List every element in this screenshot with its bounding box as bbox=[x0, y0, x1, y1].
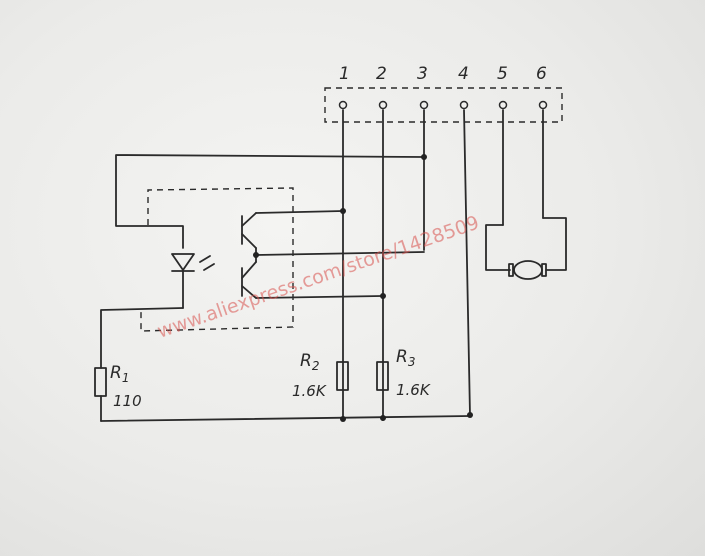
pin-label-2: 2 bbox=[376, 64, 387, 84]
motor-wire-a bbox=[485, 224, 511, 271]
pin-4-contact bbox=[459, 100, 469, 110]
r1-resistor bbox=[94, 367, 107, 397]
r2-value: 1.6K bbox=[292, 382, 327, 400]
pin-3-contact bbox=[419, 100, 429, 110]
connector-outline bbox=[324, 87, 563, 123]
watermark-text: www.aliexpress.com/store/1428509 bbox=[154, 212, 481, 343]
r2-resistor bbox=[336, 361, 349, 391]
junction-dot bbox=[340, 208, 346, 214]
r1-value: 110 bbox=[113, 392, 142, 410]
junction-dot bbox=[467, 412, 473, 418]
pin-1-contact bbox=[338, 100, 348, 110]
pin-label-3: 3 bbox=[417, 64, 428, 84]
bottom-rail bbox=[100, 415, 471, 422]
motor-icon bbox=[508, 260, 547, 280]
pin-label-6: 6 bbox=[536, 64, 547, 84]
phototransistor-1 bbox=[241, 210, 344, 249]
led-anode-wire bbox=[115, 154, 425, 249]
r3-label: R3 bbox=[396, 347, 415, 369]
pin-label-1: 1 bbox=[339, 64, 350, 84]
junction-dot bbox=[421, 154, 427, 160]
junction-dot bbox=[380, 415, 386, 421]
pin-2-contact bbox=[378, 100, 388, 110]
pin-6-contact bbox=[538, 100, 548, 110]
r3-resistor bbox=[376, 361, 389, 391]
pin3-branch bbox=[255, 251, 425, 256]
junction-dot bbox=[340, 416, 346, 422]
pin4-wire bbox=[463, 109, 471, 416]
r1-label: R1 bbox=[110, 363, 129, 385]
junction-dot bbox=[380, 293, 386, 299]
led-cathode-wire bbox=[100, 307, 184, 369]
r2-label: R2 bbox=[300, 351, 319, 373]
led-symbol bbox=[171, 253, 215, 309]
motor-wire-b bbox=[542, 217, 567, 271]
junction-dot bbox=[253, 252, 259, 258]
optocoupler-outline bbox=[140, 187, 294, 332]
phototransistor-2 bbox=[241, 261, 384, 299]
pin-5-contact bbox=[498, 100, 508, 110]
r3-value: 1.6K bbox=[396, 381, 431, 399]
pin-label-4: 4 bbox=[458, 64, 469, 84]
pin-label-5: 5 bbox=[497, 64, 508, 84]
